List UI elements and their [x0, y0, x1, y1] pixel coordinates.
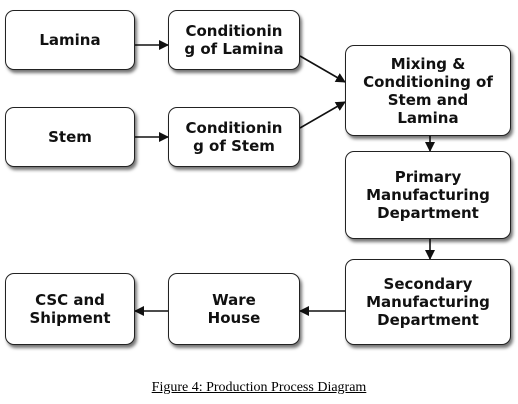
node-ware-house: Ware House — [168, 273, 300, 345]
arrow-conditioning-stem-to-mixing — [299, 101, 346, 129]
node-secondary-manufacturing: Secondary Manufacturing Department — [345, 259, 511, 345]
node-csc-and-shipment: CSC and Shipment — [5, 273, 135, 345]
node-conditioning-of-lamina: Conditionin g of Lamina — [168, 10, 300, 70]
node-conditioning-of-stem: Conditionin g of Stem — [168, 107, 300, 167]
node-lamina: Lamina — [5, 10, 135, 70]
arrow-conditioning-lamina-to-mixing — [299, 55, 346, 83]
node-stem: Stem — [5, 107, 135, 167]
node-primary-manufacturing: Primary Manufacturing Department — [345, 151, 511, 239]
node-mixing-conditioning: Mixing & Conditioning of Stem and Lamina — [345, 45, 511, 136]
figure-caption: Figure 4: Production Process Diagram — [151, 380, 367, 395]
